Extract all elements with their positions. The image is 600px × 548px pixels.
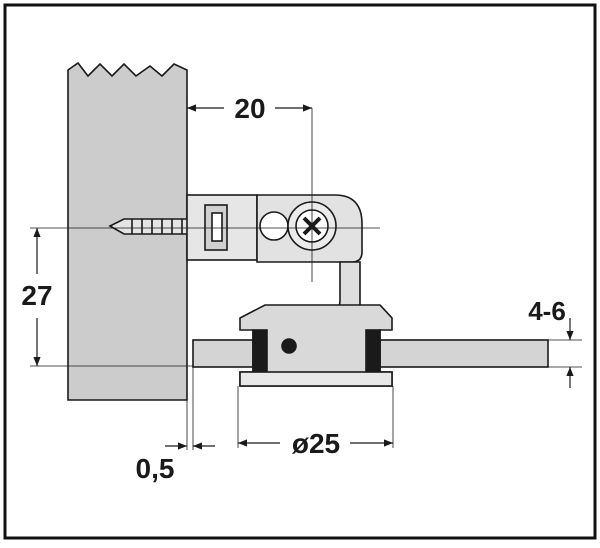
dimension-offset-label: 20	[234, 93, 265, 124]
dimension-gap-label: 0,5	[136, 453, 175, 484]
dimension-height-label: 27	[21, 280, 52, 311]
dimension-thickness-label: 4-6	[528, 296, 566, 326]
rubber-pad-right	[365, 329, 381, 373]
rubber-pad-left	[252, 329, 268, 373]
center-lines	[30, 96, 582, 450]
dimension-diameter-label: ø25	[292, 428, 340, 459]
pin-icon	[281, 338, 297, 354]
shelf-left	[192, 339, 254, 368]
shelf-right	[379, 339, 549, 368]
